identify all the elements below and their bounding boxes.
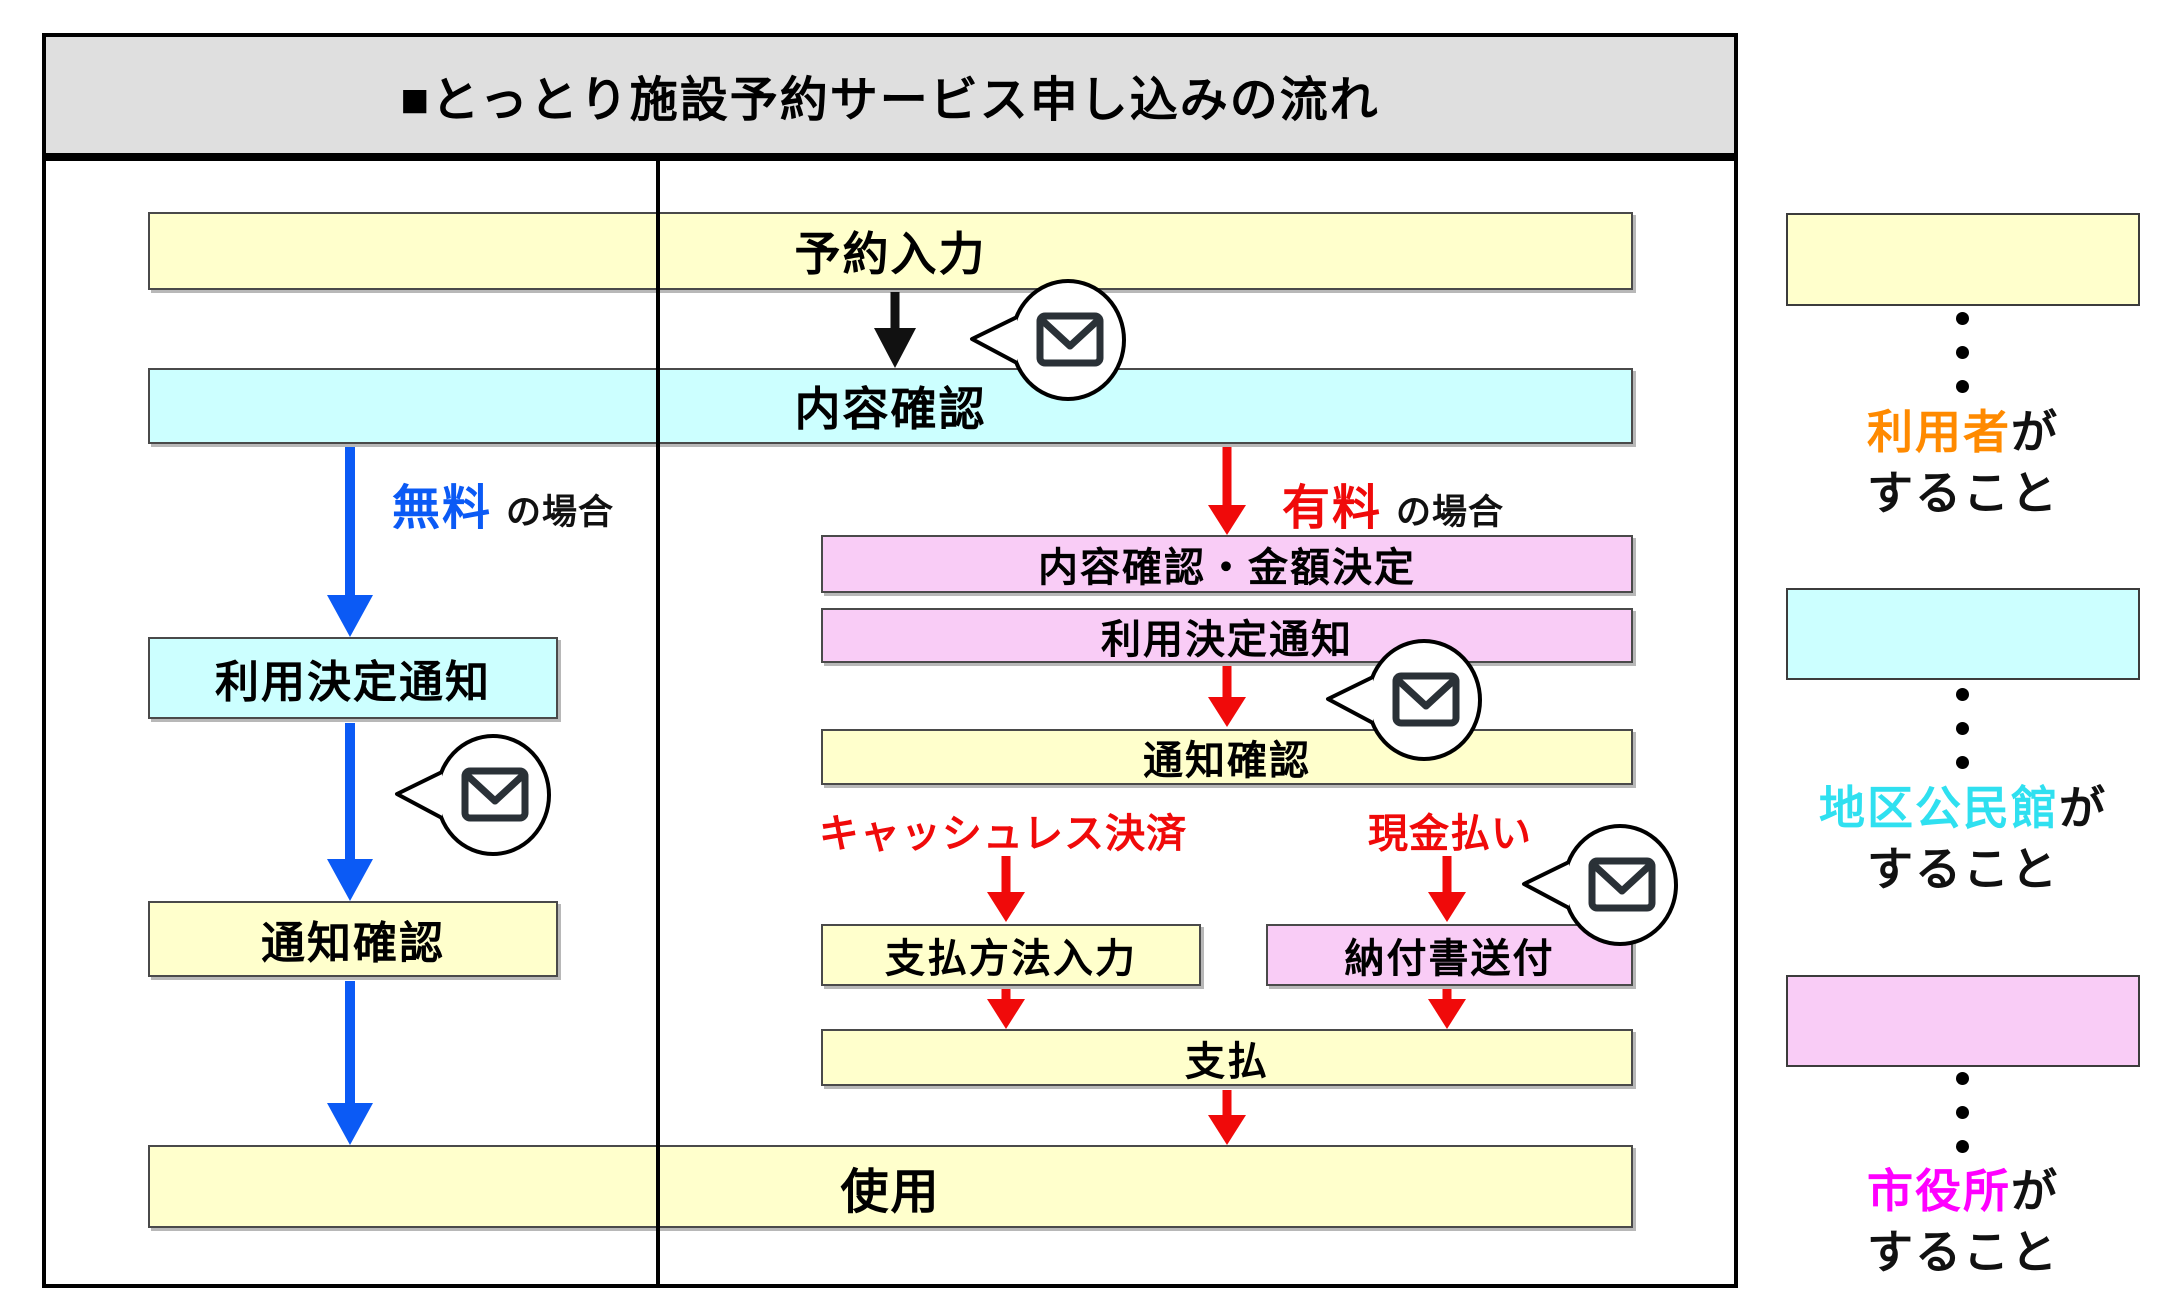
mail-icon [1036,312,1104,367]
mail-icon [1392,672,1460,727]
arrow-shaft [1222,666,1232,697]
paid-condition-main: 有料 [1282,482,1383,535]
free-condition-suffix: の場合 [506,493,615,532]
legend-user-line1: 利用者が [1786,396,2140,462]
legend-city-hall-actor: 市役所 [1867,1165,2011,1217]
arrow-head [327,595,373,637]
legend-user-suffix: が [2011,406,2059,458]
legend-user-box [1786,213,2140,306]
arrow-head [1428,892,1466,922]
mail-bubble-payment-slip [1522,824,1678,946]
arrow-payment-to-usage [1203,1090,1251,1145]
arrow-shaft [345,447,355,595]
mail-bubble-reservation [970,279,1126,401]
mail-icon [461,767,529,822]
arrow-free-to-decision [326,447,374,637]
legend-community-center-line1: 地区公民館が [1786,772,2140,838]
legend-community-center-suffix: が [2059,782,2107,834]
arrow-head [987,999,1025,1029]
legend-city-hall-line1: 市役所が [1786,1155,2140,1221]
mail-icon [1588,857,1656,912]
step-payment-method-input: 支払方法入力 [821,924,1201,986]
page-title: ■とっとり施設予約サービス申し込みの流れ [400,74,1380,127]
arrow-paid-decision-to-notice-check [1203,666,1251,727]
arrow-slip-to-payment [1423,989,1471,1029]
step-usage: 使用 [148,1145,1633,1228]
arrow-free-decision-to-notice-check [326,723,374,901]
arrow-free-to-usage [326,981,374,1145]
paid-condition-suffix: の場合 [1396,493,1505,532]
free-condition-main: 無料 [392,482,493,535]
legend-community-center-box [1786,588,2140,680]
vertical-dots [1956,312,1969,414]
arrow-head [1428,999,1466,1029]
title-bar: ■とっとり施設予約サービス申し込みの流れ [42,33,1738,157]
arrow-cashless-to-method-input [982,856,1030,922]
step-payment: 支払 [821,1029,1633,1086]
step-paid-notice-check: 通知確認 [821,729,1633,785]
mail-bubble-paid-notice [1326,639,1482,761]
arrow-head [327,859,373,901]
arrow-paid-to-amount [1203,447,1251,535]
vertical-dots [1956,688,1969,790]
arrow-shaft [1222,1090,1232,1115]
bubble-tail [1326,675,1374,725]
paid-condition-label: 有料 の場合 [1282,468,1504,538]
legend-community-center-line2: すること [1867,843,2059,895]
arrow-reservation-to-check [871,292,919,368]
arrow-head [1208,1115,1246,1145]
arrow-head [1208,697,1246,727]
legend-user-actor: 利用者 [1867,406,2011,458]
vertical-dots [1956,1072,1969,1174]
step-paid-usage-decision-notice: 利用決定通知 [821,608,1633,663]
legend-user-line2: すること [1867,467,2059,519]
step-free-usage-decision-notice: 利用決定通知 [148,637,558,719]
arrow-shaft [1442,989,1452,999]
arrow-head [874,328,916,368]
column-divider-line [656,157,660,1288]
step-reservation-input: 予約入力 [148,212,1633,290]
arrow-head [327,1103,373,1145]
mail-bubble-free-notice [395,734,551,856]
legend-city-hall-box [1786,975,2140,1067]
arrow-shaft [1222,447,1232,505]
arrow-shaft [345,723,355,859]
free-condition-label: 無料 の場合 [392,468,614,538]
arrow-shaft [1001,989,1011,999]
bubble-tail [970,315,1018,365]
cash-payment-label: 現金払い [1368,812,1532,856]
arrow-head [987,892,1025,922]
bubble-tail [1522,860,1570,910]
arrow-shaft [345,981,355,1103]
legend-city-hall-suffix: が [2011,1165,2059,1217]
arrow-cash-to-slip [1423,856,1471,922]
arrow-shaft [1442,856,1452,892]
step-free-notice-check: 通知確認 [148,901,558,977]
step-content-check: 内容確認 [148,368,1633,444]
cashless-payment-label: キャッシュレス決済 [818,812,1188,856]
legend-community-center-actor: 地区公民館 [1819,782,2059,834]
bubble-tail [395,770,443,820]
arrow-method-to-payment [982,989,1030,1029]
arrow-shaft [890,292,900,328]
legend-city-hall-line2: すること [1867,1226,2059,1278]
arrow-head [1208,505,1246,535]
step-paid-content-check-amount: 内容確認・金額決定 [821,535,1633,593]
step-payment-slip-sending: 納付書送付 [1266,924,1633,986]
arrow-shaft [1001,856,1011,892]
